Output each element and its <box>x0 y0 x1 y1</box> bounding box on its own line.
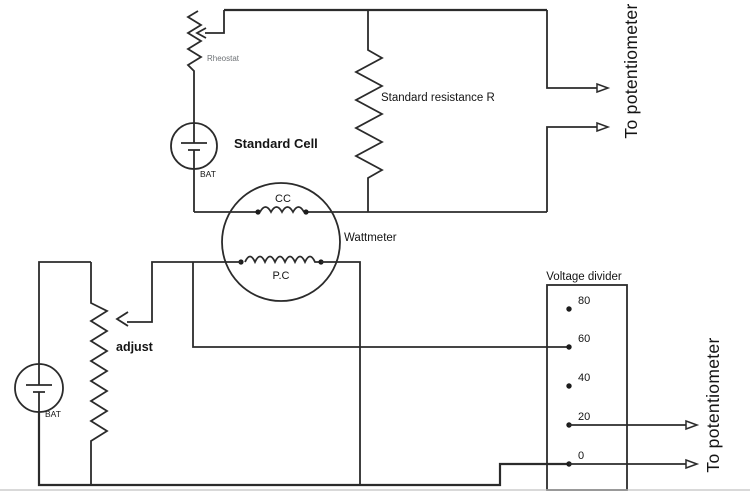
voltage-divider-title: Voltage divider <box>546 271 622 283</box>
to-potentiometer-top-label: To potentiometer <box>621 3 641 138</box>
battery-plates-icon <box>181 123 207 169</box>
tap-label-0: 0 <box>578 450 584 462</box>
wiring-top <box>186 8 547 123</box>
wattmeter-circle-icon <box>221 182 341 302</box>
voltage-divider <box>546 284 700 491</box>
standard-cell-label: Standard Cell <box>234 136 318 151</box>
battery-plates-icon <box>26 364 52 412</box>
rheostat-wiper-arrow-icon <box>195 27 207 39</box>
tap-label-60: 60 <box>578 333 590 345</box>
arrow-head-icon <box>685 419 700 431</box>
tap-label-40: 40 <box>578 372 590 384</box>
terminal-dot-icon <box>303 209 309 215</box>
wattmeter-label: Wattmeter <box>344 232 397 244</box>
rheostat-zigzag-icon <box>186 10 203 123</box>
pc-coil-icon <box>244 255 321 265</box>
arrow-head-icon <box>596 121 611 133</box>
tap-dot-60-icon <box>566 344 572 350</box>
standard-cell-bat-label: BAT <box>200 169 216 179</box>
adjust-rheostat-zigzag-icon <box>89 262 109 485</box>
tap-dot-80-icon <box>566 306 572 312</box>
tap-dot-40-icon <box>566 383 572 389</box>
standard-cell-symbol <box>170 122 218 212</box>
wire-pc-return <box>321 261 361 485</box>
wire-pot-arm-2 <box>546 126 597 212</box>
wire-bottom-rail <box>37 412 567 487</box>
supply-battery-bat-label: BAT <box>45 409 61 419</box>
rheostat-label: Rheostat <box>207 54 240 63</box>
wire-pc-to-adjust-wiper <box>127 261 241 323</box>
wire-pot-arm-1 <box>546 10 597 89</box>
pc-coil-label: P.C <box>273 270 290 282</box>
arrow-head-icon <box>596 82 611 94</box>
wire-supply-top <box>38 261 91 364</box>
adjust-wiper-arrow-icon <box>115 311 129 327</box>
rheostat-wiper-wire <box>205 10 225 34</box>
to-potentiometer-bottom-label: To potentiometer <box>703 337 723 472</box>
tap-label-20: 20 <box>578 411 590 423</box>
standard-resistance-label: Standard resistance R <box>381 92 495 104</box>
standard-resistance-zigzag-icon <box>354 10 384 212</box>
tap-label-80: 80 <box>578 295 590 307</box>
arrow-head-icon <box>685 458 700 470</box>
cc-coil-label: CC <box>275 193 291 205</box>
voltage-divider-box <box>546 284 628 491</box>
wattmeter-symbol <box>221 182 341 302</box>
supply-loop <box>14 261 567 487</box>
adjust-label: adjust <box>116 340 154 354</box>
potentiometer-arms-top <box>546 10 611 212</box>
standard-resistance-symbol <box>354 10 384 212</box>
terminal-dot-icon <box>255 209 261 215</box>
wire-to-tap-60 <box>192 262 567 348</box>
cc-coil-icon <box>259 206 305 214</box>
